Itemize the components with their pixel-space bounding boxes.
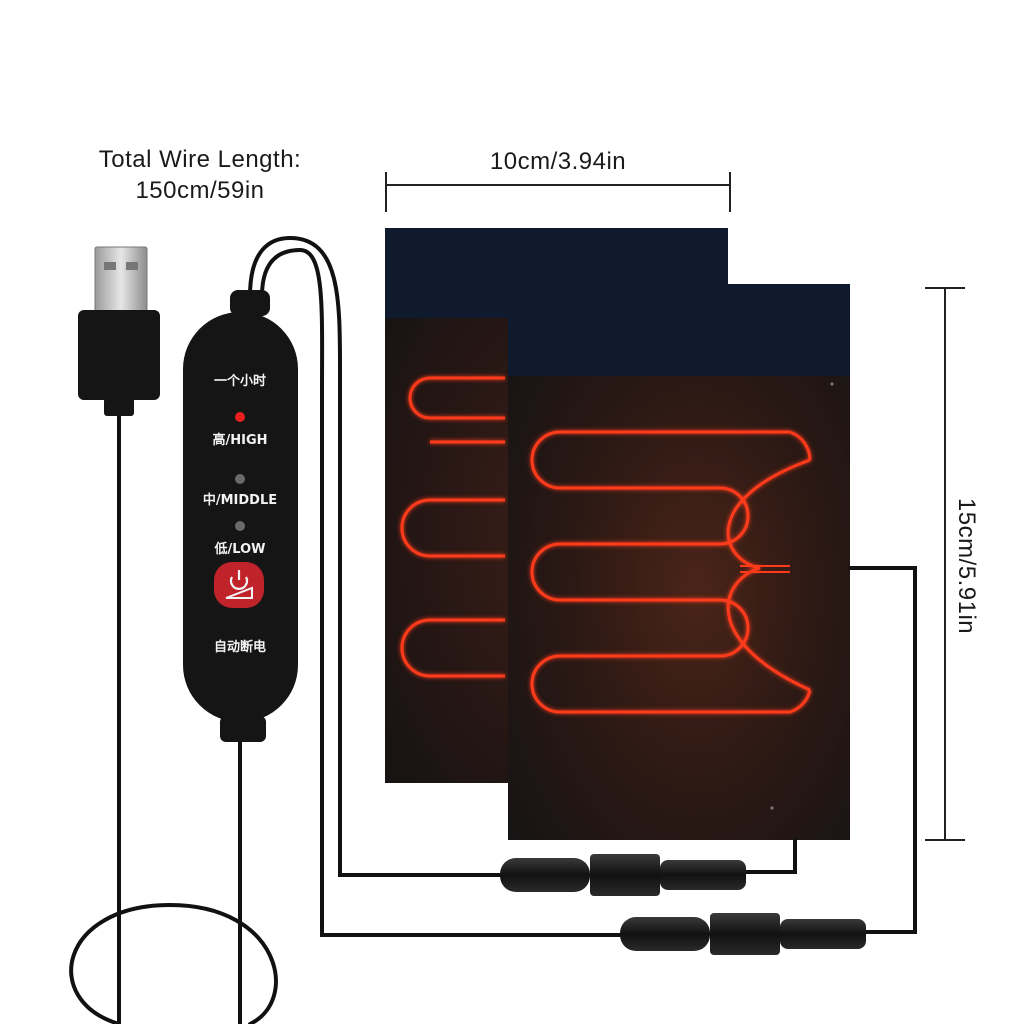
heating-wire-back bbox=[400, 376, 505, 678]
connector-upper bbox=[500, 854, 746, 896]
wire-length-label: Total Wire Length: 150cm/59in bbox=[40, 144, 360, 206]
height-dimension bbox=[925, 287, 965, 841]
heating-pad-front bbox=[508, 284, 850, 840]
power-button bbox=[214, 562, 264, 608]
wire-length-title: Total Wire Length: bbox=[98, 146, 302, 173]
controller-auto-off-label: 自动断电 bbox=[213, 640, 267, 655]
controller-high-label: 高/HIGH bbox=[212, 433, 268, 448]
connector-lower bbox=[620, 913, 866, 955]
cables bbox=[69, 235, 917, 1024]
wire-length-value: 150cm/59in bbox=[135, 177, 265, 204]
controller bbox=[183, 290, 298, 742]
usb-plug bbox=[78, 246, 160, 416]
led-low-indicator bbox=[235, 521, 245, 531]
pad-height-label: 15cm/5.91in bbox=[953, 497, 980, 635]
width-dimension bbox=[385, 172, 731, 212]
led-middle-indicator bbox=[235, 474, 245, 484]
controller-low-label: 低/LOW bbox=[214, 542, 266, 557]
heating-wire-front bbox=[530, 430, 812, 714]
pad-width-label: 10cm/3.94in bbox=[489, 148, 627, 175]
led-high-indicator bbox=[235, 412, 245, 422]
controller-timer-label: 一个小时 bbox=[213, 374, 267, 389]
controller-middle-label: 中/MIDDLE bbox=[202, 493, 278, 508]
